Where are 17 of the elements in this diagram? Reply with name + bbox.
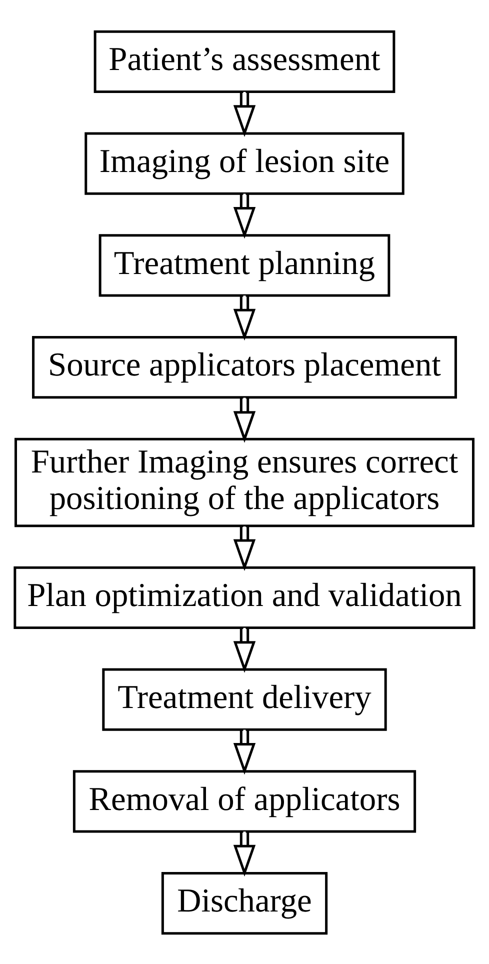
arrow xyxy=(233,295,256,340)
node-box: Source applicators placement xyxy=(32,335,457,398)
node-box: Treatment planning xyxy=(98,234,390,296)
node-box: Further Imaging ensures correct positioning of the applicators xyxy=(14,437,474,527)
node-box: Treatment delivery xyxy=(102,668,387,730)
node-box: Discharge xyxy=(161,871,328,934)
arrow xyxy=(233,397,256,442)
node-box: Patient’s assessment xyxy=(94,30,396,93)
arrow xyxy=(233,729,256,774)
node-box: Removal of applicators xyxy=(72,770,416,832)
node-box: Imaging of lesion site xyxy=(84,132,404,194)
arrow xyxy=(233,831,256,876)
arrow xyxy=(233,526,256,571)
node-box: Plan optimization and validation xyxy=(14,566,476,629)
arrow xyxy=(233,91,256,136)
arrow xyxy=(233,193,256,238)
arrow xyxy=(233,627,256,672)
